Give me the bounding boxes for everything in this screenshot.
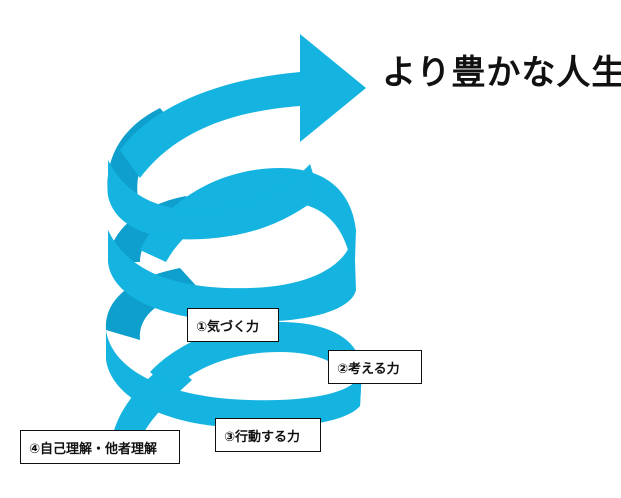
page-title: より豊かな人生 [382, 53, 621, 93]
spiral-upper-front [108, 160, 320, 240]
label-thinking: ②考える力 [328, 350, 422, 384]
label-understanding: ④自己理解・他者理解 [20, 430, 180, 464]
label-acting: ③行動する力 [215, 418, 321, 452]
arrow-head [300, 34, 366, 142]
spiral-middle-front [108, 230, 356, 322]
spiral-lower-top [150, 322, 362, 406]
label-awareness: ①気づく力 [187, 308, 279, 342]
spiral-upper-top [120, 72, 300, 178]
spiral-lower-front [106, 330, 362, 428]
